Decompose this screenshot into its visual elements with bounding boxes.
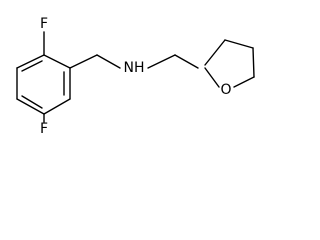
fluorine-bottom-label: F: [40, 121, 48, 136]
thf-bond-c2-c3: [204, 39, 226, 66]
bond-ch2-nitrogen: [96, 54, 121, 69]
amine-nh-label: NH: [124, 60, 145, 76]
thf-bond-c3-c4: [224, 39, 254, 49]
fluorine-top-label: F: [40, 16, 48, 32]
ring-bond-c2-c3: [16, 54, 45, 69]
thf-bond-c5-oxygen: [233, 76, 255, 88]
ring-bond-c4-c5: [16, 98, 45, 115]
ring-bond-c5-c6: [43, 98, 71, 115]
bond-nitrogen-ch2: [147, 54, 176, 69]
ring-double-bond-c4-c5: [21, 95, 43, 109]
ring-bond-c1-c2: [43, 54, 71, 69]
tetrahydrofuran-ring: [204, 39, 255, 88]
benzene-ring: [16, 54, 71, 115]
ring-oxygen-label: O: [220, 82, 231, 98]
thf-bond-c4-c5: [252, 47, 255, 78]
thf-bond-oxygen-c2: [204, 67, 220, 88]
molecule-structure-diagram: F F NH O: [16, 16, 255, 136]
ring-double-bond-c2-c3: [21, 60, 43, 72]
bond-ch2-thf: [174, 54, 199, 69]
bond-ring-ch2: [69, 54, 98, 69]
